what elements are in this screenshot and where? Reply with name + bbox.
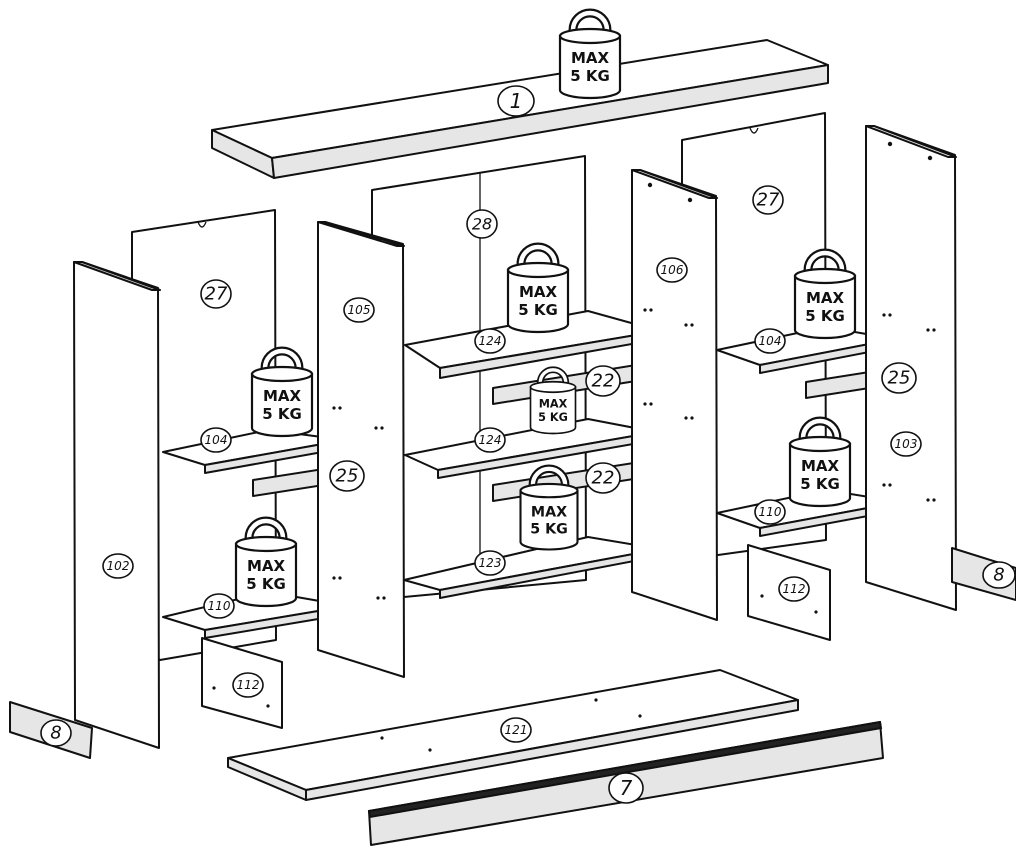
part-number-text: 27 — [757, 190, 780, 211]
part-label-door-right: 112 — [778, 576, 810, 602]
part-number-text: 110 — [208, 599, 231, 613]
part-number-text: 1 — [510, 89, 523, 113]
part-label-plinth-left: 8 — [40, 719, 72, 747]
part-number-text: 123 — [479, 556, 502, 570]
part-label-back-right: 27 — [752, 185, 784, 215]
part-number-text: 22 — [592, 468, 615, 489]
weight-label-line1: MAX — [519, 283, 558, 301]
shelf-right-upper — [716, 326, 896, 374]
weight-label-line1: MAX — [539, 397, 568, 410]
part-label-shelf-center-middle: 124 — [474, 427, 506, 453]
part-label-top-panel: 1 — [497, 85, 535, 117]
part-label-rail-center-lower: 22 — [585, 462, 621, 494]
part-number-text: 110 — [759, 505, 782, 519]
part-label-rail-center-upper: 22 — [585, 365, 621, 397]
part-number-text: 124 — [479, 334, 502, 348]
weight-label-line1: MAX — [801, 457, 840, 475]
weight-label-line2: 5 KG — [805, 307, 845, 325]
part-number-text: 112 — [237, 678, 260, 692]
weight-label-line1: MAX — [531, 504, 567, 520]
part-number-text: 121 — [505, 723, 528, 737]
part-label-side-left: 102 — [102, 553, 134, 579]
weight-label-line2: 5 KG — [518, 301, 558, 319]
weight-label-line2: 5 KG — [800, 475, 840, 493]
part-number-text: 22 — [592, 371, 615, 392]
weight-label-line1: MAX — [571, 49, 610, 67]
part-label-shelf-left-lower: 110 — [203, 593, 235, 619]
part-label-side-right: 103 — [890, 431, 922, 457]
weight-label-line2: 5 KG — [570, 67, 610, 85]
part-number-text: 104 — [205, 433, 228, 447]
part-label-divider-left: 105 — [343, 297, 375, 323]
part-number-text: 27 — [205, 284, 228, 305]
part-number-text: 112 — [783, 582, 806, 596]
part-number-labels: 1 27 27 28 102 103 105 106 104 104 124 124 123 110 110… — [40, 85, 1016, 804]
part-label-shelf-center-lower: 123 — [474, 550, 506, 576]
part-label-plinth-front: 7 — [608, 772, 644, 804]
part-number-text: 106 — [661, 263, 684, 277]
part-number-text: 102 — [107, 559, 130, 573]
part-number-text: 28 — [472, 215, 492, 234]
divider-left — [317, 221, 405, 678]
part-label-shelf-left-upper: 104 — [200, 427, 232, 453]
part-number-text: 7 — [620, 776, 633, 800]
weight-label-line2: 5 KG — [246, 575, 286, 593]
weight-label-line2: 5 KG — [538, 411, 568, 424]
part-label-back-center: 28 — [466, 209, 498, 239]
part-label-bottom-panel: 121 — [500, 717, 532, 743]
part-label-plinth-right: 8 — [982, 561, 1016, 589]
part-label-rail-right: 25 — [881, 362, 917, 394]
part-label-shelf-right-lower: 110 — [754, 499, 786, 525]
part-number-text: 8 — [993, 565, 1004, 586]
weight-label-line1: MAX — [263, 387, 302, 405]
part-number-text: 103 — [895, 437, 918, 451]
divider-right — [631, 169, 718, 621]
weight-label-line2: 5 KG — [262, 405, 302, 423]
part-number-text: 105 — [348, 303, 371, 317]
part-label-divider-right: 106 — [656, 257, 688, 283]
part-number-text: 124 — [479, 433, 502, 447]
part-number-text: 8 — [50, 723, 61, 744]
part-label-shelf-right-upper: 104 — [754, 328, 786, 354]
part-number-text: 25 — [336, 466, 359, 487]
part-number-text: 25 — [888, 368, 911, 389]
part-number-text: 104 — [759, 334, 782, 348]
part-label-back-left: 27 — [200, 279, 232, 309]
side-panel-left — [73, 261, 161, 749]
weight-label-line2: 5 KG — [530, 521, 568, 537]
part-label-shelf-center-upper: 124 — [474, 328, 506, 354]
weight-label-line1: MAX — [806, 289, 845, 307]
weight-label-line1: MAX — [247, 557, 286, 575]
part-label-door-left: 112 — [232, 672, 264, 698]
part-label-rail-left: 25 — [329, 460, 365, 492]
